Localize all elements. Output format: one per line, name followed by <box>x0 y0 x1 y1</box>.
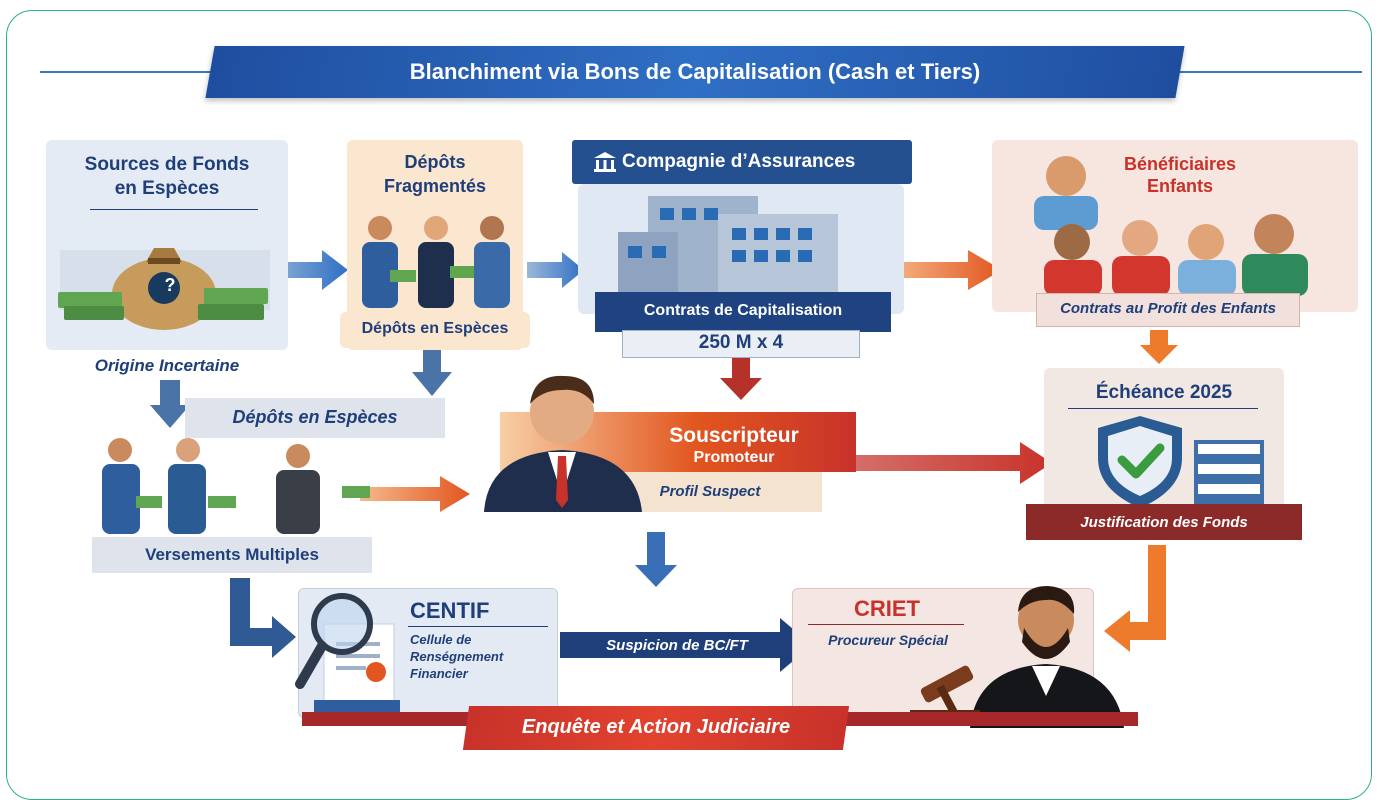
title-rule-left <box>40 71 215 73</box>
bag-question-mark: ? <box>164 275 176 295</box>
insurer-header <box>572 140 912 184</box>
subscriber-subheading: Promoteur <box>693 449 775 466</box>
insurer-amount-box <box>622 330 860 358</box>
cash-deposits-band <box>185 398 445 438</box>
sources-caption: Origine Incertaine <box>94 356 240 375</box>
maturity-caption: Justification des Fonds <box>1080 514 1248 531</box>
beneficiaries-caption-box <box>1036 293 1300 327</box>
footer-banner-label: Enquête et Action Judiciaire <box>521 716 791 738</box>
arrow-subscriber-to-maturity <box>850 442 1052 484</box>
maturity-caption-box <box>1026 504 1302 540</box>
sources-divider <box>90 209 258 210</box>
bank-icon <box>594 152 616 172</box>
deposits-heading-line1: Dépôts <box>404 152 466 172</box>
title-rule-right <box>1175 71 1362 73</box>
beneficiaries-caption: Contrats au Profit des Enfants <box>1060 300 1276 317</box>
deposits-heading-line2: Fragmentés <box>383 176 487 196</box>
arrow-deposits-down <box>412 348 452 396</box>
arrow-insurer-down <box>720 358 762 400</box>
criet-heading: CRIET <box>854 596 920 621</box>
arrow-sources-down <box>150 380 190 428</box>
deposits-caption: Dépôts en Espèces <box>361 320 509 337</box>
arrow-subscriber-down <box>635 532 677 587</box>
arrow-insurer-to-beneficiaries <box>885 250 1002 290</box>
suspicion-label: Suspicion de BC/FT <box>606 637 748 654</box>
subscriber-portrait-icon <box>484 375 642 512</box>
arrow-maturity-to-criet <box>1104 545 1166 652</box>
arrow-payments-to-subscriber <box>360 476 470 512</box>
arrow-beneficiaries-down <box>1140 330 1178 364</box>
money-bag-icon <box>58 248 268 330</box>
centif-desc-line1: Cellule de <box>410 632 472 647</box>
beneficiaries-heading-line2: Enfants <box>1146 176 1213 196</box>
payments-caption: Versements Multiples <box>145 545 319 564</box>
insurer-contracts-ribbon <box>595 292 891 332</box>
shield-check-icon <box>1098 416 1264 508</box>
deposits-caption-box <box>340 312 530 348</box>
insurer-heading: Compagnie d’Assurances <box>622 151 856 172</box>
payments-caption-box <box>92 537 372 573</box>
maturity-heading: Échéance 2025 <box>1095 382 1233 403</box>
arrow-payments-to-centif <box>230 578 296 658</box>
children-icon <box>1034 156 1308 296</box>
subscriber-heading: Souscripteur <box>669 424 799 447</box>
sources-heading-line2: en Espèces <box>114 178 220 199</box>
arrow-deposits-to-insurer <box>527 252 584 288</box>
centif-desc-line3: Financier <box>410 666 468 681</box>
building-icon <box>618 196 838 292</box>
businessman-icon <box>102 438 370 534</box>
subscriber-caption: Profil Suspect <box>659 483 761 500</box>
flow-arrows <box>150 250 1178 672</box>
beneficiaries-heading-line1: Bénéficiaires <box>1123 154 1237 174</box>
maturity-divider <box>1068 408 1258 409</box>
cash-deposits-band-label: Dépôts en Espèces <box>232 407 398 427</box>
magnifier-icon <box>295 593 400 714</box>
criet-divider <box>808 624 964 625</box>
criet-subheading: Procureur Spécial <box>828 632 948 648</box>
arrow-sources-to-deposits <box>262 250 348 290</box>
centif-divider <box>408 626 548 627</box>
page-title: Blanchiment via Bons de Capitalisation (… <box>409 59 981 84</box>
centif-heading: CENTIF <box>410 598 490 623</box>
insurer-contracts-label: Contrats de Capitalisation <box>643 302 843 319</box>
centif-desc-line2: Renségnement <box>410 649 504 664</box>
arrow-centif-to-criet <box>560 618 812 672</box>
sources-heading-line1: Sources de Fonds <box>84 154 250 175</box>
people-icon <box>362 216 510 308</box>
judge-icon <box>910 586 1124 728</box>
insurer-amount: 250 M x 4 <box>698 332 784 353</box>
